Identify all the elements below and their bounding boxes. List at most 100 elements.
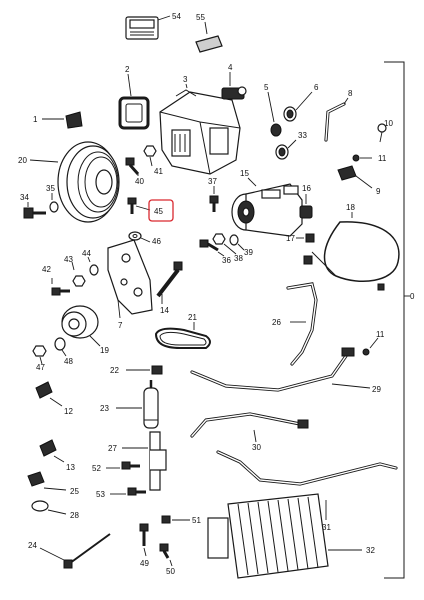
fitting-9[interactable] [337, 165, 373, 189]
callout-16: 16 [302, 184, 311, 193]
callout-10: 10 [384, 119, 393, 128]
pulley-20[interactable] [29, 141, 120, 223]
switch-16[interactable] [299, 194, 313, 219]
callout-19: 19 [100, 346, 109, 355]
hose-31[interactable] [216, 450, 398, 520]
fitting-13[interactable] [39, 439, 65, 463]
nut-38[interactable] [212, 233, 237, 255]
valve-core-11-lower[interactable] [362, 337, 379, 356]
washer-46[interactable] [128, 231, 151, 243]
bracket-27[interactable] [122, 431, 167, 491]
callout-50: 50 [166, 567, 175, 576]
callout-35: 35 [46, 184, 55, 193]
callout-2: 2 [125, 65, 130, 74]
compressor-15[interactable] [231, 177, 303, 237]
bolt-45[interactable] [127, 197, 174, 222]
compressor-bracket-7[interactable] [107, 239, 153, 319]
callout-43: 43 [64, 255, 73, 264]
refrigerant-line-26[interactable] [286, 282, 318, 366]
washer-39[interactable] [229, 234, 245, 251]
fitting-12[interactable] [35, 381, 63, 407]
wire-rod-24[interactable] [39, 533, 111, 569]
washer-48[interactable] [54, 337, 67, 357]
bolt-42[interactable] [51, 278, 70, 296]
stud-14[interactable] [156, 261, 183, 304]
callout-13: 13 [66, 463, 75, 472]
callout-47: 47 [36, 363, 45, 372]
group-bracket [384, 61, 410, 579]
bolt-50[interactable] [159, 543, 173, 567]
callout-53: 53 [96, 490, 105, 499]
callout-labels: 54 55 2 3 4 5 6 8 10 1 33 11 20 41 40 15… [18, 12, 415, 576]
callout-51: 51 [192, 516, 201, 525]
nut-43[interactable] [71, 261, 86, 287]
valve-4[interactable] [221, 72, 247, 100]
oring-10[interactable] [377, 123, 387, 143]
callout-36: 36 [222, 256, 231, 265]
fitting-5[interactable] [267, 91, 282, 137]
sensor-17[interactable] [296, 233, 315, 243]
washer-44[interactable] [87, 256, 99, 276]
bolt-49[interactable] [139, 523, 149, 557]
callout-37: 37 [208, 177, 217, 186]
washer-35[interactable] [49, 193, 59, 213]
callout-40: 40 [135, 177, 144, 186]
clip-1[interactable] [42, 111, 83, 129]
fitting-6[interactable] [283, 91, 313, 122]
callout-17: 17 [286, 234, 295, 243]
callout-33: 33 [298, 131, 307, 140]
callout-38: 38 [234, 254, 243, 263]
callout-8: 8 [348, 89, 353, 98]
callout-46: 46 [152, 237, 161, 246]
hose-8[interactable] [324, 97, 349, 142]
callout-12: 12 [64, 407, 73, 416]
bolt-34[interactable] [23, 202, 46, 219]
callout-28: 28 [70, 511, 79, 520]
bolt-51[interactable] [161, 515, 190, 524]
callout-42: 42 [42, 265, 51, 274]
bolt-52[interactable] [106, 461, 140, 470]
bolt-37[interactable] [209, 186, 219, 212]
fitting-33[interactable] [275, 139, 297, 160]
bolt-36[interactable] [199, 239, 225, 257]
callout-48: 48 [64, 357, 73, 366]
control-panel-54[interactable] [125, 15, 171, 40]
idler-pulley-19[interactable] [61, 305, 101, 347]
callout-21: 21 [188, 313, 197, 322]
gasket-2[interactable] [118, 73, 150, 130]
callout-1: 1 [33, 115, 38, 124]
callout-15: 15 [240, 169, 249, 178]
clamp-25[interactable] [27, 471, 67, 491]
callout-23: 23 [100, 404, 109, 413]
bolt-53[interactable] [110, 487, 146, 496]
nut-41[interactable] [143, 145, 157, 167]
callout-14: 14 [160, 306, 169, 315]
callout-32: 32 [366, 546, 375, 555]
highlight-box [148, 199, 174, 222]
callout-45: 45 [154, 207, 163, 216]
callout-11b: 11 [376, 330, 385, 339]
callout-26: 26 [272, 318, 281, 327]
callout-44: 44 [82, 249, 91, 258]
fitting-22[interactable] [126, 365, 163, 375]
callout-22: 22 [110, 366, 119, 375]
refrigerant-line-29[interactable] [190, 347, 371, 392]
hose-30[interactable] [190, 412, 309, 443]
callout-31: 31 [322, 523, 331, 532]
wiring-harness-18[interactable] [303, 212, 400, 291]
receiver-drier-23[interactable] [116, 380, 159, 429]
clamp-28[interactable] [31, 500, 67, 515]
condenser-32[interactable] [207, 493, 362, 579]
evaporator-housing-3[interactable] [159, 83, 241, 175]
bolt-40[interactable] [125, 157, 140, 176]
label-decal-55[interactable] [195, 21, 223, 53]
callout-6: 6 [314, 83, 319, 92]
callout-25: 25 [70, 487, 79, 496]
drive-belt-21[interactable] [154, 322, 211, 349]
callout-4: 4 [228, 63, 233, 72]
nut-47[interactable] [32, 345, 47, 365]
valve-core-11[interactable] [352, 154, 372, 162]
callout-11a: 11 [378, 154, 387, 163]
